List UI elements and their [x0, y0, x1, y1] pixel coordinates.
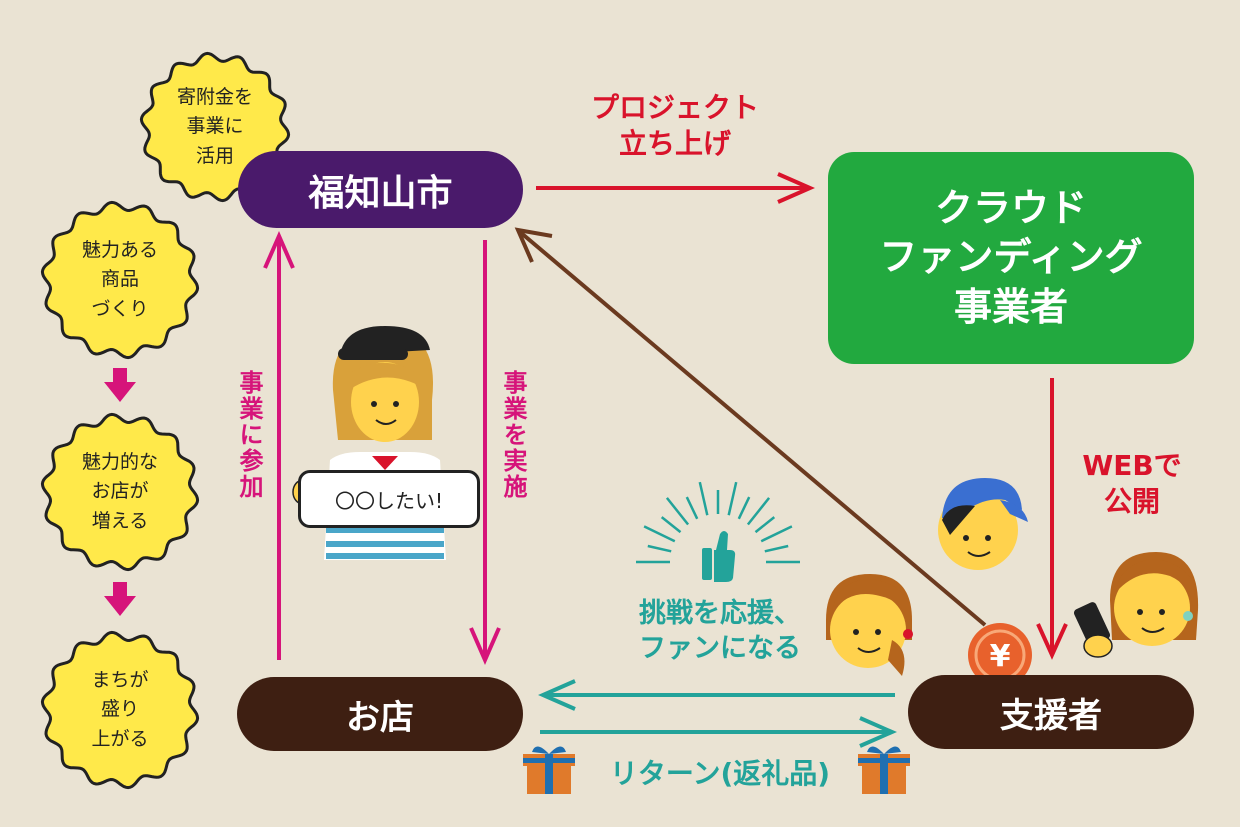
badge-shape-3	[40, 412, 200, 572]
burst-ray	[665, 497, 690, 526]
coin-symbol: ¥	[990, 639, 1011, 674]
supporter-woman-right-illustration	[1110, 552, 1199, 646]
supporter-girl-left-illustration	[826, 574, 913, 676]
down-arrow-1	[104, 368, 136, 402]
gift-box-icon-left	[523, 746, 575, 794]
flow-badge-4: まちが 盛り 上がる	[91, 668, 149, 750]
burst-ray	[660, 516, 682, 534]
arrow-support	[538, 679, 895, 711]
label-execute-project: 事業を実施	[499, 370, 527, 500]
arrow-donation	[514, 227, 987, 627]
flow-badge-2: 魅力ある 商品 づくり	[81, 238, 158, 320]
flow-badges	[40, 51, 291, 790]
smartphone-icon	[1073, 602, 1113, 658]
burst-ray	[737, 496, 751, 520]
badge-shape-4	[40, 630, 200, 790]
yen-coin-icon: ¥	[968, 623, 1032, 687]
burst-ray	[764, 544, 789, 553]
burst-ray	[647, 544, 672, 553]
node-city: 福知山市	[238, 151, 523, 228]
label-project-launch: プロジェクト 立ち上げ	[590, 91, 759, 161]
arrow-join-project	[263, 231, 295, 660]
burst-ray	[698, 481, 709, 516]
supporter-boy-illustration	[938, 478, 1028, 570]
badge-shape-2	[40, 200, 200, 360]
burst-ray	[754, 516, 776, 534]
burst-ray	[643, 525, 676, 543]
node-store: お店	[237, 677, 523, 751]
shopkeeper-sign: 〇〇したい!	[298, 470, 480, 528]
burst-ray	[727, 481, 738, 516]
flow-badge-1: 寄附金を 事業に 活用	[176, 85, 253, 167]
arrow-return	[540, 716, 897, 748]
node-supporters: 支援者	[908, 675, 1194, 749]
thumbs-up-icon	[636, 481, 800, 582]
label-join-project: 事業に参加	[235, 370, 263, 500]
burst-ray	[760, 525, 793, 543]
label-return-gift: リターン(返礼品)	[609, 757, 831, 790]
flow-badge-3: 魅力的な お店が 増える	[81, 450, 158, 532]
arrow-web-publish	[1036, 378, 1068, 660]
burst-ray	[746, 497, 771, 526]
arrow-execute-project	[469, 240, 501, 665]
node-crowdfunding: クラウド ファンディング 事業者	[828, 152, 1194, 364]
label-support-fan: 挑戦を応援、 ファンになる	[639, 598, 801, 665]
label-web-publish: WEBで 公開	[1082, 449, 1182, 519]
burst-ray	[685, 496, 699, 520]
down-arrow-2	[104, 582, 136, 616]
gift-box-icon-right	[858, 746, 910, 794]
arrow-project-launch	[536, 172, 815, 204]
